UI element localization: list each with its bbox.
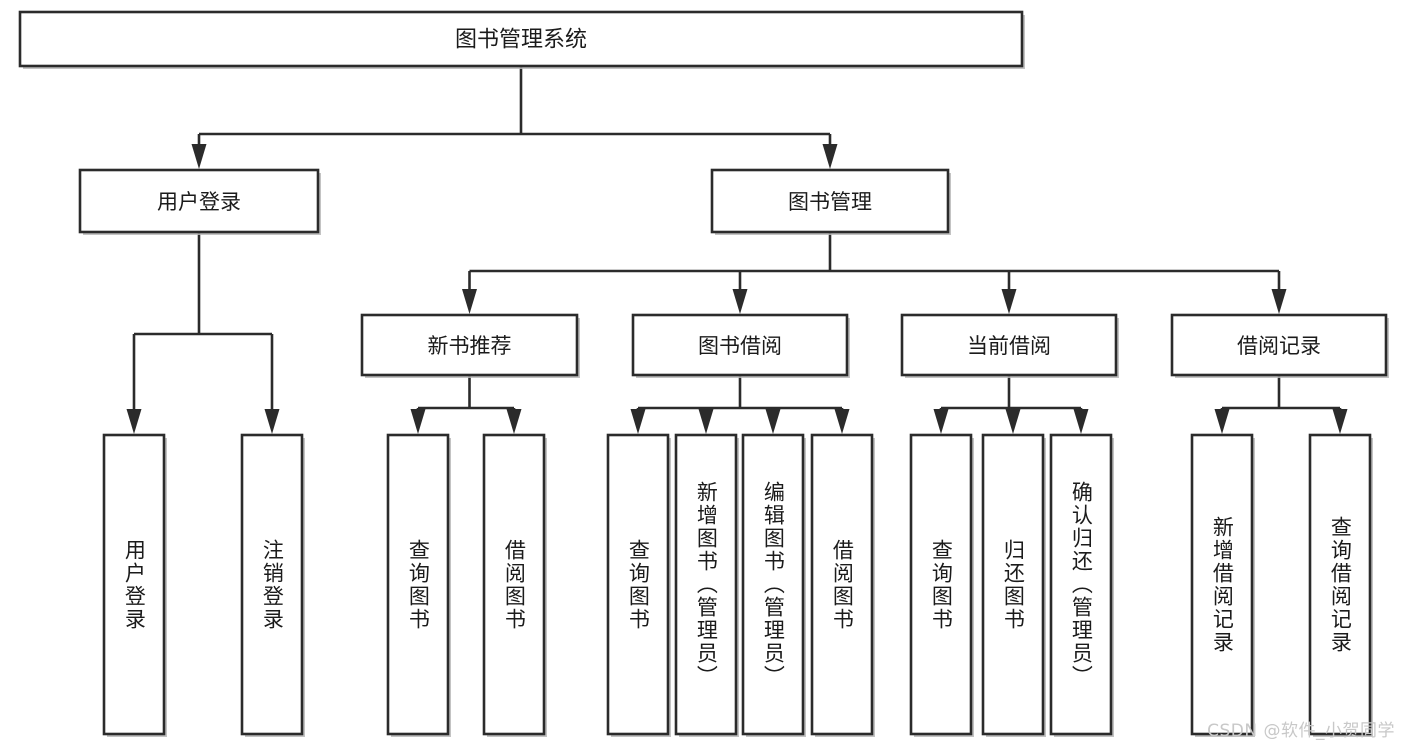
node-box[interactable] (909, 433, 973, 736)
node-leaf-query-record[interactable] (1308, 433, 1373, 737)
arrow-head (1332, 409, 1348, 434)
arrow-head (264, 409, 280, 434)
arrow-head (191, 144, 207, 169)
node-leaf-logout[interactable] (240, 433, 305, 737)
node-leaf-edit-book[interactable] (741, 433, 806, 737)
node-leaf-query-book-borrow[interactable] (606, 433, 671, 737)
conn-bookborrow-to-leaves (630, 375, 850, 434)
node-box[interactable] (1049, 433, 1113, 736)
arrow-head (630, 409, 646, 434)
conn-userlogin-to-leaves (126, 232, 280, 434)
node-box[interactable] (482, 433, 546, 736)
arrow-head (698, 409, 714, 434)
node-new-book-rec[interactable]: 新书推荐 (360, 313, 580, 378)
arrow-head (1001, 289, 1017, 314)
node-box[interactable] (1170, 313, 1388, 377)
node-box[interactable] (360, 313, 579, 377)
node-root[interactable]: 图书管理系统 (18, 10, 1025, 69)
arrow-head (822, 144, 838, 169)
node-book-borrow[interactable]: 图书借阅 (631, 313, 850, 378)
node-label: 借阅记录 (1237, 334, 1321, 358)
conn-currentborrow-to-leaves (933, 375, 1089, 434)
conn-borrowrecord-to-leaves (1214, 375, 1348, 434)
arrow-head (1005, 409, 1021, 434)
node-leaf-query-book-current[interactable] (909, 433, 974, 737)
arrow-head (126, 409, 142, 434)
node-leaf-borrow-book-rec[interactable] (482, 433, 547, 737)
node-leaf-borrow-book[interactable] (810, 433, 875, 737)
node-leaf-return-book[interactable] (981, 433, 1046, 737)
arrow-head (1271, 289, 1287, 314)
node-box[interactable] (78, 168, 320, 234)
node-label: 图书借阅 (698, 334, 782, 358)
node-box[interactable] (18, 10, 1024, 68)
arrow-head (506, 409, 522, 434)
arrow-head (732, 289, 748, 314)
node-box[interactable] (386, 433, 450, 736)
arrow-head (1214, 409, 1230, 434)
node-box[interactable] (900, 313, 1118, 377)
arrow-head (834, 409, 850, 434)
arrow-head (410, 409, 426, 434)
node-label: 当前借阅 (967, 334, 1051, 358)
node-current-borrow[interactable]: 当前借阅 (900, 313, 1119, 378)
node-leaf-user-login[interactable] (102, 433, 167, 737)
node-box[interactable] (1308, 433, 1372, 736)
node-box[interactable] (606, 433, 670, 736)
node-box[interactable] (631, 313, 849, 377)
arrow-head (462, 289, 477, 314)
conn-newbookrec-to-leaves (410, 375, 522, 434)
node-box[interactable] (741, 433, 805, 736)
node-user-login[interactable]: 用户登录 (78, 168, 321, 235)
conn-bookmanage-to-level2 (462, 232, 1287, 314)
node-label: 图书管理 (788, 190, 872, 214)
node-label: 用户登录 (157, 190, 241, 214)
node-leaf-query-book-rec[interactable] (386, 433, 451, 737)
arrow-head (933, 409, 949, 434)
node-box[interactable] (710, 168, 950, 234)
node-box[interactable] (102, 433, 166, 736)
node-label: 图书管理系统 (455, 28, 587, 53)
node-box[interactable] (240, 433, 304, 736)
arrow-head (1073, 409, 1089, 434)
node-leaf-add-record[interactable] (1190, 433, 1255, 737)
node-label: 新书推荐 (428, 334, 512, 358)
watermark: CSDN @软件_小贺同学 (1207, 721, 1395, 741)
node-leaf-confirm-return[interactable] (1049, 433, 1114, 737)
node-box[interactable] (981, 433, 1045, 736)
conn-root-to-level1 (191, 66, 838, 169)
node-box[interactable] (1190, 433, 1254, 736)
arrow-head (765, 409, 781, 434)
connector-layer (126, 66, 1348, 434)
node-leaf-add-book[interactable] (674, 433, 739, 737)
node-book-manage[interactable]: 图书管理 (710, 168, 951, 235)
node-box[interactable] (810, 433, 874, 736)
node-box[interactable] (674, 433, 738, 736)
node-borrow-record[interactable]: 借阅记录 (1170, 313, 1389, 378)
